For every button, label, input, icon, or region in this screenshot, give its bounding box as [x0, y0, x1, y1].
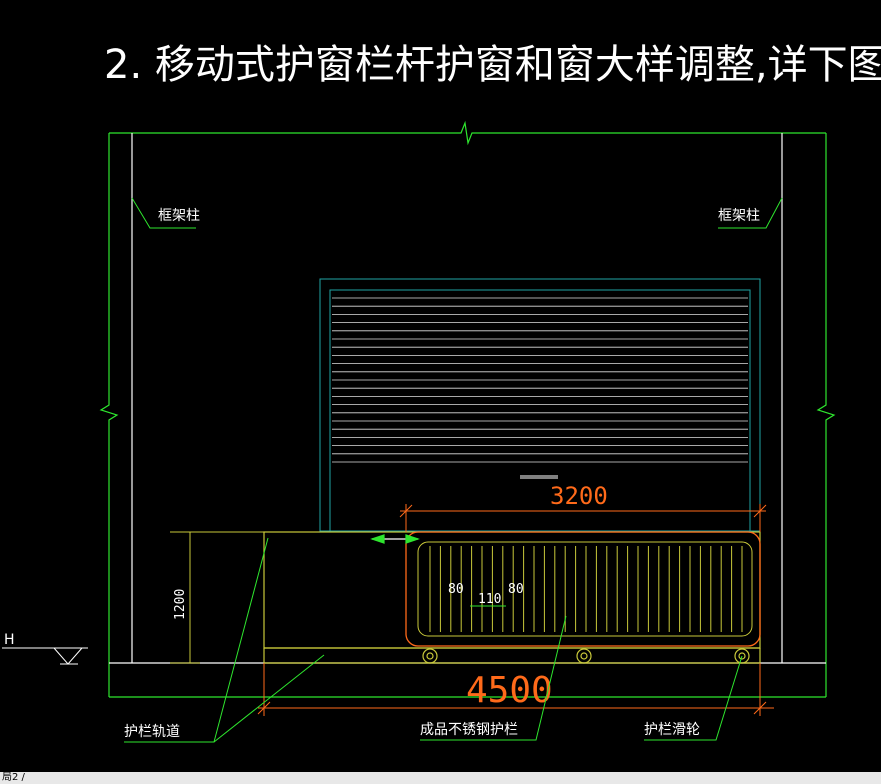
pulley-wheel — [422, 648, 438, 664]
dim-bar-edge-right: 80 — [508, 582, 524, 597]
dim-bar-edge-left: 80 — [448, 582, 464, 597]
slide-direction-arrow — [370, 534, 420, 544]
pulley-wheel — [576, 648, 592, 664]
level-mark — [2, 647, 88, 665]
label-frame-column-left: 框架柱 — [158, 208, 200, 224]
dimension-3200 — [399, 504, 767, 532]
label-rail-track: 护栏轨道 — [124, 724, 180, 740]
shutter-slats — [332, 297, 748, 463]
status-bar: 局2 / — [0, 772, 881, 784]
drawing-title: 2. 移动式护窗栏杆护窗和窗大样调整,详下图。 — [104, 42, 881, 88]
label-stainless-railing: 成品不锈钢护栏 — [420, 722, 518, 738]
label-rail-pulley: 护栏滑轮 — [644, 721, 700, 738]
dimension-1200 — [170, 531, 264, 664]
stainless-railing — [405, 531, 761, 647]
rail-pulleys — [422, 648, 750, 664]
railing-bars — [429, 546, 743, 632]
level-mark-text: H — [4, 632, 15, 648]
pulley-wheel — [734, 648, 750, 664]
rail-track — [263, 531, 761, 664]
dim-4500-text: 4500 — [466, 670, 553, 711]
leader-lines — [124, 197, 783, 743]
dim-bar-spacing: 110 — [478, 592, 501, 607]
window-shutter — [319, 278, 761, 532]
label-frame-column-right: 框架柱 — [718, 208, 760, 224]
dim-3200-text: 3200 — [550, 482, 608, 510]
frame-columns — [131, 133, 783, 663]
status-text: 局2 / — [2, 772, 25, 783]
dim-1200-text: 1200 — [173, 589, 188, 620]
dimension-4500 — [257, 663, 774, 716]
